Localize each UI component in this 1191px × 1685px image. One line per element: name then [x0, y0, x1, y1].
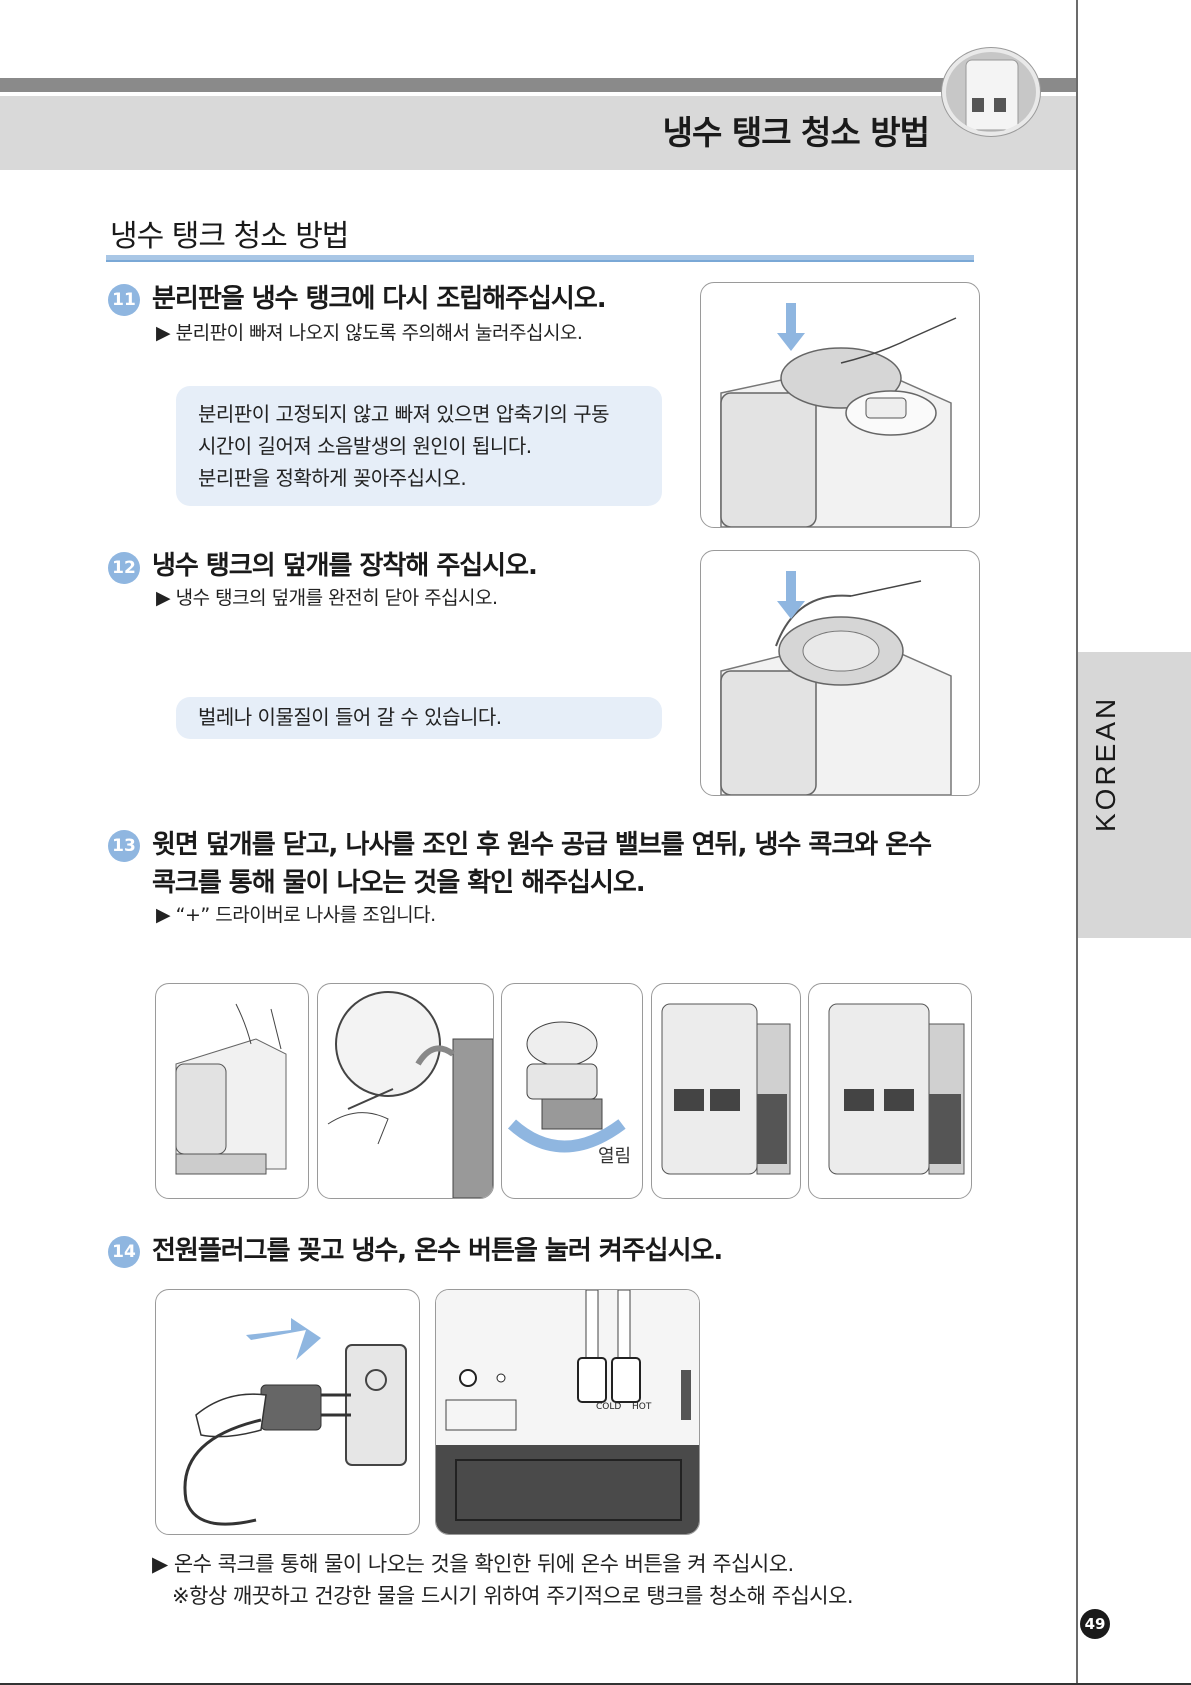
step-number-11: 11	[108, 284, 140, 316]
step-number-12: 12	[108, 552, 140, 584]
step-11-subtitle: ▶ 분리판이 빠져 나오지 않도록 주의해서 눌러주십시오.	[156, 322, 583, 344]
step-13-subtitle: ▶ “+” 드라이버로 나사를 조입니다.	[156, 904, 436, 926]
step-11-note: 분리판이 고정되지 않고 빠져 있으면 압축기의 구동 시간이 길어져 소음발생…	[176, 386, 662, 506]
footer-rule	[0, 1683, 1191, 1685]
page-number: 49	[1080, 1609, 1110, 1639]
right-vertical-rule	[1076, 0, 1078, 1685]
header-band	[0, 96, 1076, 170]
step-14-title: 전원플러그를 꽂고 냉수, 온수 버튼을 눌러 켜주십시오.	[152, 1236, 723, 1266]
step-12-title: 냉수 탱크의 덮개를 장착해 주십시오.	[152, 551, 538, 581]
note-line: 벌레나 이물질이 들어 갈 수 있습니다.	[198, 705, 502, 729]
step-13-title-line2: 콕크를 통해 물이 나오는 것을 확인 해주십시오.	[152, 868, 646, 898]
step-13-image-4	[651, 983, 801, 1199]
valve-open-label: 열림	[598, 1146, 632, 1167]
step-14-panel-illustration: COLD HOT	[435, 1289, 700, 1535]
cold-label: COLD	[596, 1402, 622, 1412]
water-purifier-thumbnail	[942, 48, 1040, 136]
note-line: 시간이 길어져 소음발생의 원인이 됩니다.	[198, 434, 532, 458]
page-title: 냉수 탱크 청소 방법	[662, 113, 930, 152]
step-14-plug-illustration	[155, 1289, 420, 1535]
note-line: 분리판을 정확하게 꽂아주십시오.	[198, 466, 467, 490]
note-line: 분리판이 고정되지 않고 빠져 있으면 압축기의 구동	[198, 402, 610, 426]
header-top-bar	[0, 78, 1076, 92]
step-12-illustration	[700, 550, 980, 796]
language-tab	[1078, 652, 1191, 938]
bottom-instruction: ▶ 온수 콕크를 통해 물이 나오는 것을 확인한 뒤에 온수 버튼을 켜 주십…	[152, 1552, 794, 1576]
step-13-image-5	[808, 983, 972, 1199]
step-13-title-line1: 윗면 덮개를 닫고, 나사를 조인 후 원수 공급 밸브를 연뒤, 냉수 콕크와…	[152, 830, 932, 860]
section-underline	[106, 255, 974, 262]
step-13-image-1	[155, 983, 309, 1199]
section-title: 냉수 탱크 청소 방법	[110, 219, 349, 254]
step-number-13: 13	[108, 830, 140, 862]
step-number-14: 14	[108, 1236, 140, 1268]
bottom-note: ※항상 깨끗하고 건강한 물을 드시기 위하여 주기적으로 탱크를 청소해 주십…	[172, 1584, 854, 1608]
step-12-subtitle: ▶ 냉수 탱크의 덮개를 완전히 닫아 주십시오.	[156, 587, 498, 609]
step-11-title: 분리판을 냉수 탱크에 다시 조립해주십시오.	[152, 284, 607, 314]
step-13-image-2	[317, 983, 494, 1199]
step-13-image-3: 열림	[501, 983, 643, 1199]
hot-label: HOT	[632, 1402, 652, 1412]
language-tab-label: KOREAN	[1090, 696, 1122, 832]
step-12-note: 벌레나 이물질이 들어 갈 수 있습니다.	[176, 697, 662, 739]
step-11-illustration	[700, 282, 980, 528]
